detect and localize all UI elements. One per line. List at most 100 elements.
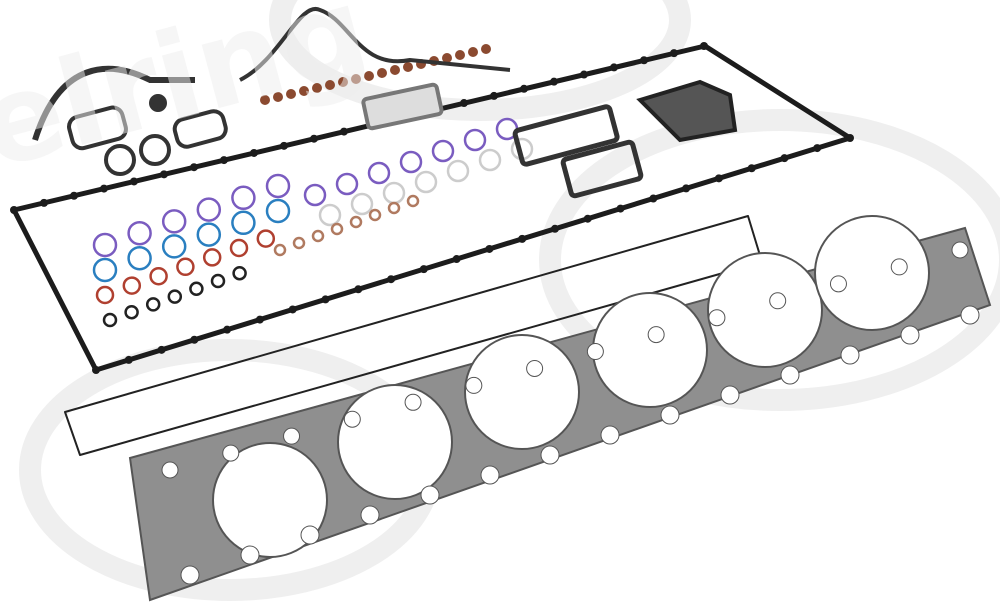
- o-ring: [330, 222, 344, 236]
- o-ring: [292, 236, 306, 250]
- bolt-hole: [550, 77, 558, 86]
- bolt-hole: [490, 91, 498, 100]
- bolt-hole: [485, 244, 494, 253]
- head-gasket-hole: [600, 425, 620, 445]
- valve-stem-seal: [481, 44, 491, 54]
- valve-stem-seal: [377, 68, 387, 78]
- bolt-hole: [40, 198, 48, 207]
- o-ring: [202, 248, 222, 267]
- bolt-hole: [160, 170, 168, 179]
- valve-stem-seal: [273, 92, 283, 102]
- head-gasket-hole: [840, 345, 860, 365]
- valve-stem-seal: [390, 65, 400, 75]
- valve-stem-seal: [338, 77, 348, 87]
- bolt-hole: [518, 234, 527, 243]
- o-ring: [350, 192, 374, 216]
- bolt-hole: [813, 144, 822, 153]
- o-ring: [149, 266, 168, 286]
- bolt-hole: [310, 134, 318, 143]
- head-gasket-hole: [647, 326, 665, 344]
- valve-stem-seal: [312, 83, 322, 93]
- o-ring: [176, 257, 195, 277]
- head-gasket-hole: [240, 545, 260, 565]
- bolt-hole: [387, 275, 396, 284]
- o-ring: [102, 312, 118, 328]
- cylinder-bore: [592, 292, 708, 408]
- bolt-hole: [190, 335, 199, 344]
- head-gasket-hole: [222, 444, 240, 462]
- bolt-hole: [670, 49, 678, 58]
- small-gaskets: [32, 6, 738, 199]
- bolt-hole: [280, 141, 288, 150]
- cylinder-bore: [707, 252, 823, 368]
- o-ring: [210, 273, 226, 289]
- valve-stem-seal: [364, 71, 374, 81]
- valve-stem-seal: [325, 80, 335, 90]
- o-rings: [92, 44, 534, 328]
- o-ring: [406, 194, 420, 208]
- o-ring: [446, 159, 470, 183]
- o-ring: [189, 281, 204, 297]
- bolt-hole: [250, 148, 258, 157]
- bolt-hole: [10, 206, 18, 214]
- bolt-hole: [255, 315, 264, 324]
- valve-stem-seal: [468, 47, 478, 57]
- o-ring: [273, 243, 287, 257]
- bolt-hole: [747, 164, 756, 173]
- head-gasket-hole: [465, 376, 483, 394]
- head-gasket-hole: [360, 505, 380, 525]
- head-gasket-hole: [283, 427, 301, 445]
- head-gasket-hole: [720, 385, 740, 405]
- head-gasket-hole: [343, 410, 361, 428]
- o-ring: [231, 185, 256, 211]
- o-ring: [265, 198, 291, 224]
- bolt-hole: [419, 265, 428, 274]
- o-ring: [232, 265, 247, 281]
- head-gasket-hole: [951, 241, 969, 259]
- bolt-hole: [520, 84, 528, 93]
- head-gasket-hole: [660, 405, 680, 425]
- valve-stem-seal: [299, 86, 309, 96]
- bolt-hole: [223, 325, 232, 334]
- o-ring: [196, 197, 222, 222]
- head-gasket-hole: [829, 275, 847, 293]
- o-ring: [349, 215, 363, 229]
- o-ring: [367, 161, 391, 185]
- o-ring: [368, 208, 382, 222]
- bolt-hole: [157, 345, 166, 354]
- valve-stem-seal: [260, 95, 270, 105]
- o-ring: [229, 238, 249, 258]
- o-ring: [196, 222, 222, 247]
- head-gasket-hole: [526, 359, 544, 377]
- o-ring: [161, 234, 187, 259]
- bolt-hole: [340, 127, 348, 136]
- o-ring: [167, 289, 183, 304]
- o-ring: [335, 172, 359, 196]
- head-gasket-hole: [769, 292, 787, 310]
- o-ring: [256, 229, 276, 248]
- head-gasket-hole: [300, 525, 320, 545]
- bolt-hole: [610, 63, 618, 72]
- bolt-hole: [846, 134, 854, 142]
- valve-stem-seal: [286, 89, 296, 99]
- o-ring: [311, 229, 325, 243]
- bolt-hole: [130, 177, 138, 186]
- head-gasket-hole: [180, 565, 200, 585]
- bolt-hole: [92, 366, 100, 374]
- bolt-hole: [583, 214, 592, 223]
- valve-stem-seal: [403, 62, 413, 72]
- head-gasket-hole: [480, 465, 500, 485]
- head-gasket-hole: [780, 365, 800, 385]
- o-ring: [431, 139, 455, 163]
- head-gasket-hole: [404, 393, 422, 411]
- bolt-hole: [580, 70, 588, 79]
- valve-cover-bolt-holes: [10, 42, 854, 374]
- o-ring: [145, 297, 161, 312]
- o-ring: [414, 170, 438, 194]
- bolt-hole: [460, 99, 468, 108]
- valve-stem-seal: [351, 74, 361, 84]
- head-gasket-hole: [708, 309, 726, 327]
- head-gasket-hole: [960, 305, 980, 325]
- head-gasket-holes: [161, 241, 980, 585]
